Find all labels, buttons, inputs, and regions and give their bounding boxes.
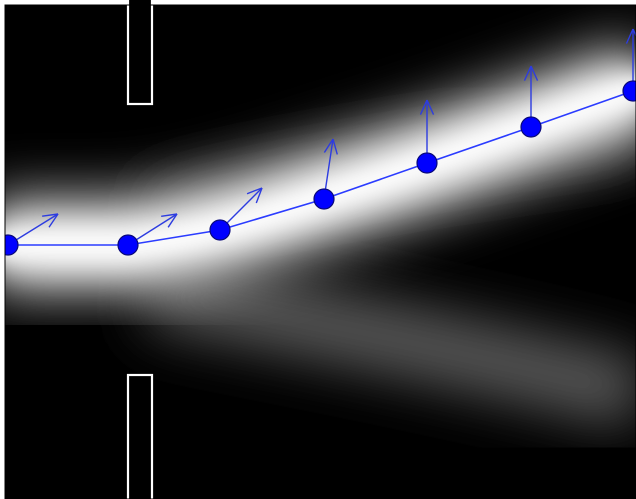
frame-border [4,4,636,499]
sample-point-marker [117,234,139,256]
aperture [126,0,154,499]
sample-points [5,80,636,256]
aperture-upper-wall [126,0,154,106]
sample-point-marker [209,219,231,241]
secondary-lobe-lower [143,255,636,429]
sample-point-marker [313,188,335,210]
sample-point-marker [622,80,636,102]
sample-point-marker [520,116,542,138]
sample-point-marker [5,234,19,256]
aperture-lower-wall [126,373,154,499]
sample-point-marker [416,152,438,174]
